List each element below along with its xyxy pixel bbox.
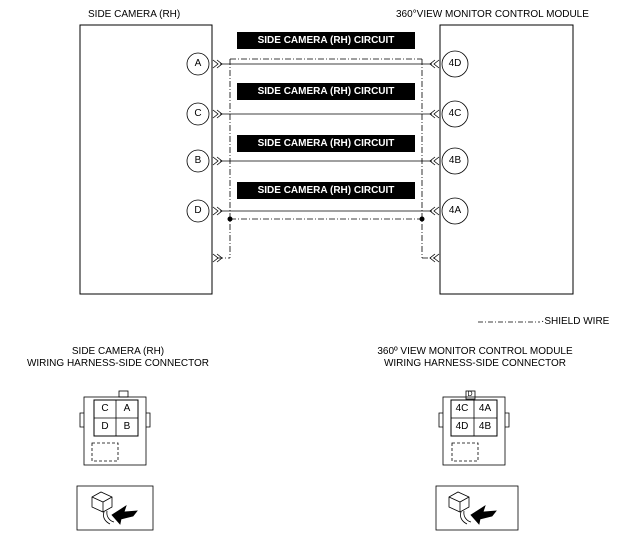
- pin-circle-4c: [441, 100, 469, 128]
- pin-circle-b: [186, 149, 210, 173]
- circuit-label-boxes: [237, 32, 415, 199]
- pin-circle-d: [186, 199, 210, 223]
- left-connector-title-1: SIDE CAMERA (RH): [71, 346, 165, 357]
- circuit-label-3: SIDE CAMERA (RH) CIRCUIT: [257, 138, 395, 149]
- right-connector-title-2: WIRING HARNESS-SIDE CONNECTOR: [383, 358, 567, 369]
- right-connector-pin: 4A: [478, 403, 492, 414]
- circuit-label-1: SIDE CAMERA (RH) CIRCUIT: [257, 35, 395, 46]
- right-connector-pin: 4B: [478, 421, 492, 432]
- pin-label-4c: 4C: [448, 108, 462, 119]
- right-connector-drawing: [438, 390, 510, 466]
- pin-circle-4b: [441, 147, 469, 175]
- shield-wire: [217, 58, 435, 259]
- pin-circle-c: [186, 102, 210, 126]
- circuit-label-4: SIDE CAMERA (RH) CIRCUIT: [257, 185, 395, 196]
- right-chevrons: [429, 59, 440, 263]
- left-connector-pin: D: [101, 421, 109, 432]
- left-view-direction-icon: [76, 485, 154, 531]
- shield-junction-left: [227, 216, 233, 222]
- circuit-label-2: SIDE CAMERA (RH) CIRCUIT: [257, 86, 395, 97]
- right-pins: [441, 50, 469, 225]
- pin-label-a: A: [194, 58, 202, 69]
- left-pins: [186, 52, 210, 223]
- left-connector-drawing: [79, 390, 151, 466]
- pin-label-b: B: [194, 155, 202, 166]
- left-connector-title-2: WIRING HARNESS-SIDE CONNECTOR: [26, 358, 210, 369]
- right-connector-title-1: 360º VIEW MONITOR CONTROL MODULE: [377, 346, 573, 357]
- left-chevrons: [212, 59, 223, 263]
- shield-wire-legend: ·SHIELD WIRE: [541, 316, 610, 327]
- pin-circle-4d: [441, 50, 469, 78]
- right-connector-pin: 4D: [455, 421, 469, 432]
- right-view-direction-icon: [435, 485, 519, 531]
- pin-label-4d: 4D: [448, 58, 462, 69]
- shield-junction-right: [419, 216, 425, 222]
- pin-circle-4a: [441, 197, 469, 225]
- left-connector-pin: C: [101, 403, 109, 414]
- pin-label-4a: 4A: [448, 205, 462, 216]
- control-module-title: 360°VIEW MONITOR CONTROL MODULE: [396, 9, 589, 20]
- signal-wires: [220, 63, 432, 212]
- pin-label-d: D: [194, 205, 202, 216]
- side-camera-title: SIDE CAMERA (RH): [88, 9, 181, 20]
- pin-label-4b: 4B: [448, 155, 462, 166]
- pin-label-c: C: [194, 108, 202, 119]
- left-connector-pin: B: [123, 421, 131, 432]
- right-connector-pin: 4C: [455, 403, 469, 414]
- pin-circle-a: [186, 52, 210, 76]
- right-connector-tab-label: D: [467, 391, 473, 398]
- left-connector-pin: A: [123, 403, 131, 414]
